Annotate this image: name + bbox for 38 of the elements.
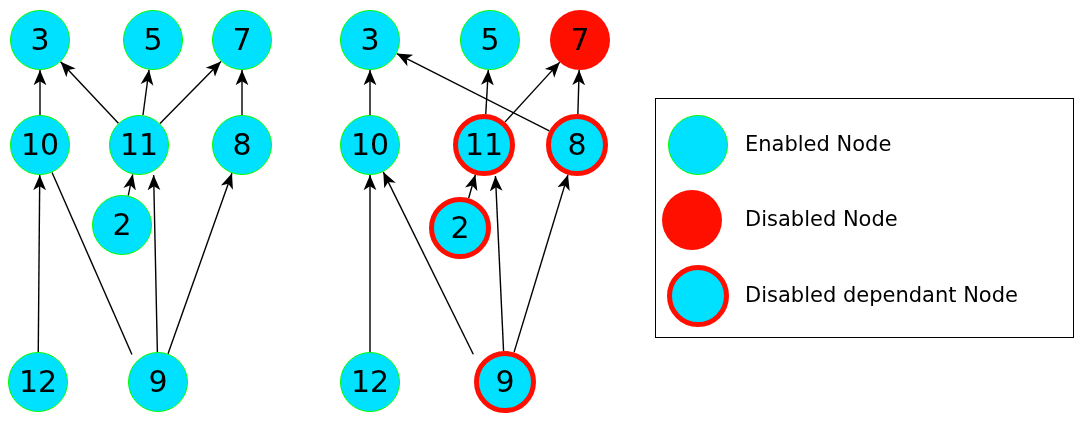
arrow — [481, 69, 494, 115]
node-number: 7 — [570, 25, 590, 55]
arrow — [382, 171, 474, 355]
arrow — [140, 69, 154, 116]
connector-line — [51, 171, 133, 356]
node-number: 7 — [232, 25, 252, 55]
arrow — [489, 175, 505, 352]
arrow — [465, 174, 478, 199]
node-number: 11 — [119, 130, 159, 160]
arrow — [363, 174, 377, 353]
node-number: 5 — [143, 25, 163, 55]
node-number: 12 — [18, 367, 58, 397]
node-number: 2 — [112, 210, 132, 240]
legend-label: Disabled Node — [745, 209, 898, 230]
node-number: 2 — [450, 213, 470, 243]
node-number: 9 — [495, 367, 515, 397]
arrow — [123, 173, 136, 197]
legend-label: Disabled dependant Node — [745, 285, 1018, 306]
node-number: 11 — [464, 130, 504, 160]
node-number: 3 — [30, 25, 50, 55]
arrow — [235, 69, 249, 116]
node-number: 12 — [350, 367, 390, 397]
node-number: 5 — [480, 25, 500, 55]
arrow — [572, 69, 586, 115]
node-number: 10 — [350, 130, 390, 160]
node-number: 3 — [360, 25, 380, 55]
node-number: 8 — [232, 130, 252, 160]
arrow — [159, 60, 222, 125]
node-number: 9 — [148, 367, 168, 397]
node-number: 8 — [567, 130, 587, 160]
arrow — [33, 174, 46, 353]
node-number: 10 — [20, 130, 60, 160]
arrow — [33, 69, 47, 116]
legend-label: Enabled Node — [745, 134, 892, 155]
arrow — [59, 61, 120, 124]
arrow — [504, 61, 561, 123]
arrow — [147, 174, 161, 353]
arrow — [363, 69, 377, 116]
